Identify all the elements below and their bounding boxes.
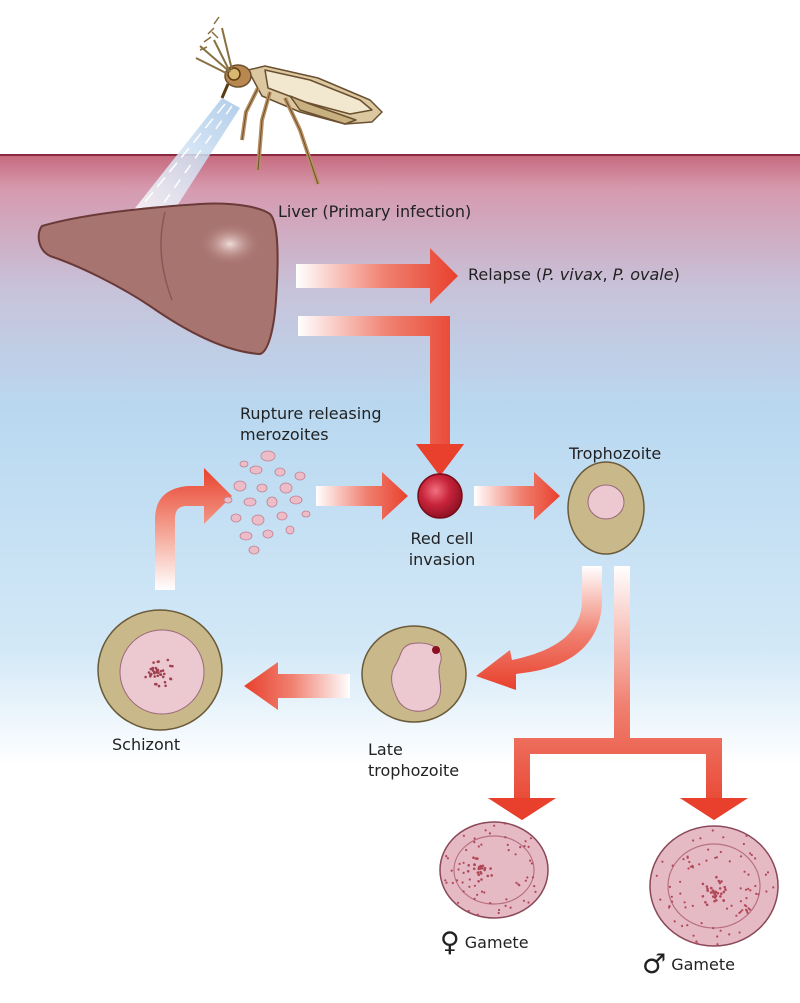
label-male-gamete: ♂Gamete: [642, 949, 735, 980]
beam-streak: [139, 103, 226, 209]
late-trophozoite-cell: [361, 625, 467, 723]
schizont-cell: [97, 609, 223, 731]
label-trophozoite: Trophozoite: [569, 444, 662, 463]
parasite-cell-icon: [567, 461, 645, 555]
label-relapse: Relapse (P. vivax, P. ovale): [468, 265, 680, 284]
male-gamete-cell: [649, 825, 779, 947]
gamete-cell-icon: [439, 821, 549, 919]
beam-streak: [155, 105, 233, 215]
merozoites-cluster: [223, 450, 311, 555]
female-symbol-icon: ♀: [440, 927, 460, 958]
outside-area: [0, 0, 800, 160]
arrow-red-cell-to-trophozoite: [474, 472, 560, 520]
arrow-heads-gametes: [488, 798, 748, 820]
liver-icon: [37, 202, 279, 356]
arrow-schizont-rupture: [155, 468, 232, 590]
arrow-late-to-schizont: [244, 662, 350, 710]
arrow-head: [416, 444, 464, 476]
injection-beam: [132, 98, 240, 220]
red-cell-icon: [417, 473, 463, 519]
arrow-trophozoite-to-late: [476, 566, 602, 690]
label-liver: Liver (Primary infection): [278, 202, 472, 221]
label-schizont: Schizont: [112, 735, 181, 754]
label-female-gamete: ♀Gamete: [440, 927, 529, 958]
arrow-merozoites-to-red-cell: [316, 472, 408, 520]
arrow-relapse: [296, 248, 458, 304]
mosquito-icon: [195, 16, 383, 185]
male-symbol-icon: ♂: [642, 949, 667, 980]
arrow-to-gametes: [488, 566, 748, 820]
